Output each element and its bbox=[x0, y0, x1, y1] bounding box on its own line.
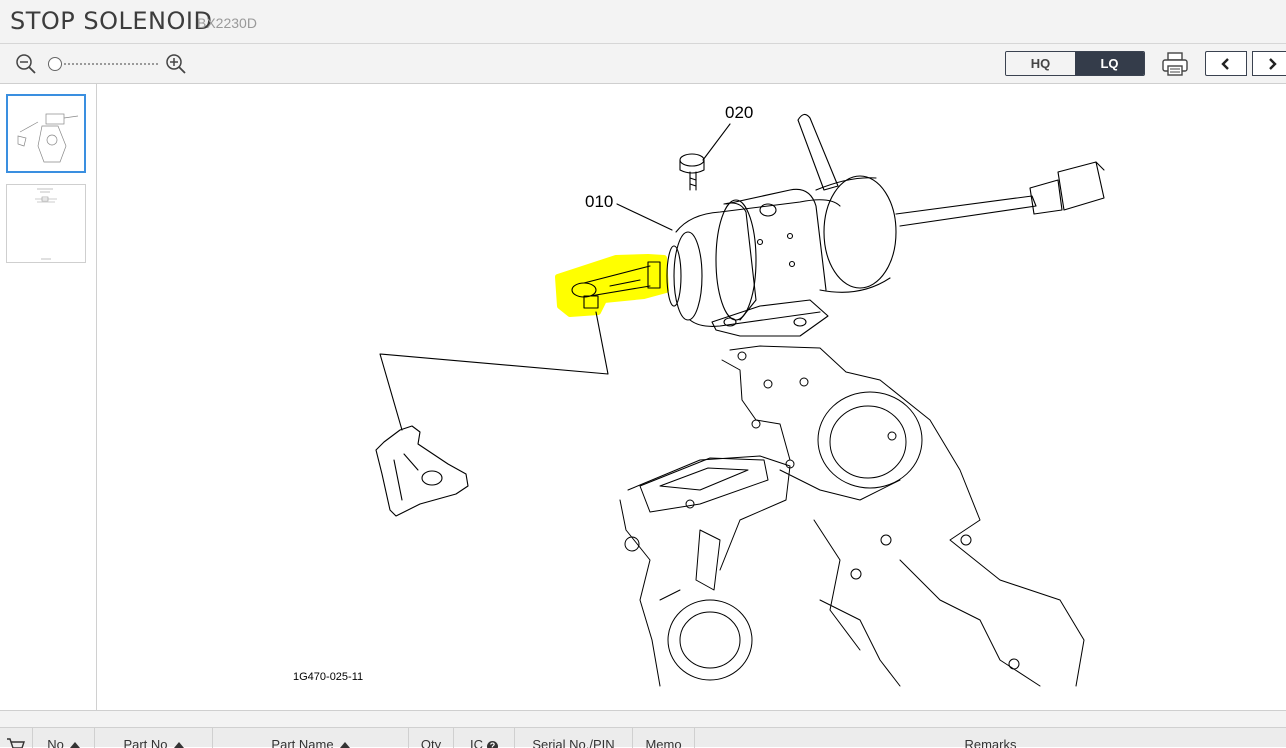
diagram-viewer[interactable]: 020 010 1G470-025-11 bbox=[97, 84, 1286, 710]
column-ic-label: IC bbox=[470, 737, 483, 748]
cart-icon bbox=[7, 738, 25, 748]
sort-arrow-icon bbox=[69, 742, 80, 748]
figure-code: 1G470-025-11 bbox=[293, 671, 363, 683]
prev-page-button[interactable] bbox=[1205, 51, 1247, 76]
sort-arrow-icon bbox=[173, 742, 184, 748]
callout-010[interactable]: 010 bbox=[585, 192, 613, 211]
column-qty[interactable]: Qty bbox=[409, 728, 454, 748]
sort-arrow-icon bbox=[339, 742, 350, 748]
column-part-name-label: Part Name bbox=[271, 737, 334, 748]
printer-icon[interactable] bbox=[1160, 50, 1190, 78]
next-page-button[interactable] bbox=[1252, 51, 1286, 76]
help-icon[interactable]: ? bbox=[487, 741, 498, 748]
model-label: BX2230D bbox=[197, 15, 257, 31]
solenoid-body bbox=[616, 113, 1105, 337]
quality-toggle: HQ LQ bbox=[1005, 51, 1145, 76]
callout-020[interactable]: 020 bbox=[725, 103, 753, 122]
column-no-label: No bbox=[47, 737, 64, 748]
column-part-no[interactable]: Part No bbox=[95, 728, 213, 748]
column-remarks[interactable]: Remarks bbox=[695, 728, 1286, 748]
column-no[interactable]: No bbox=[33, 728, 95, 748]
page-title: STOP SOLENOID bbox=[10, 7, 213, 35]
zoom-slider[interactable] bbox=[48, 57, 158, 71]
zoom-out-icon[interactable] bbox=[15, 53, 37, 75]
column-ic[interactable]: IC? bbox=[454, 728, 515, 748]
thumbnail-page-1[interactable] bbox=[6, 94, 86, 173]
bracket bbox=[375, 311, 609, 517]
title-bar: STOP SOLENOID BX2230D bbox=[0, 0, 1286, 44]
cart-column[interactable] bbox=[0, 728, 33, 748]
table-header-row: No Part No Part Name Qty IC? Serial No./… bbox=[0, 727, 1286, 748]
zoom-slider-track bbox=[48, 63, 158, 65]
thumbnail-page-2[interactable] bbox=[6, 184, 86, 263]
chevron-left-icon bbox=[1221, 57, 1229, 70]
zoom-slider-thumb[interactable] bbox=[48, 57, 62, 71]
thumbnail-sidebar bbox=[0, 84, 97, 710]
hq-button[interactable]: HQ bbox=[1006, 52, 1075, 75]
column-serial[interactable]: Serial No./PIN bbox=[515, 728, 633, 748]
column-memo[interactable]: Memo bbox=[633, 728, 695, 748]
gear-case bbox=[619, 345, 1085, 687]
column-part-no-label: Part No bbox=[123, 737, 168, 748]
column-part-name[interactable]: Part Name bbox=[213, 728, 409, 748]
zoom-in-icon[interactable] bbox=[165, 53, 187, 75]
parts-table: No Part No Part Name Qty IC? Serial No./… bbox=[0, 710, 1286, 748]
column-qty-label: Qty bbox=[420, 737, 442, 748]
lq-button[interactable]: LQ bbox=[1075, 52, 1144, 75]
chevron-right-icon bbox=[1269, 57, 1277, 70]
toolbar: HQ LQ bbox=[0, 44, 1286, 84]
column-serial-label: Serial No./PIN bbox=[532, 737, 615, 748]
parts-diagram[interactable]: 020 010 1G470-025-11 bbox=[97, 84, 1286, 710]
column-remarks-label: Remarks bbox=[964, 737, 1017, 748]
column-memo-label: Memo bbox=[645, 737, 682, 748]
plunger-shape bbox=[571, 261, 661, 309]
